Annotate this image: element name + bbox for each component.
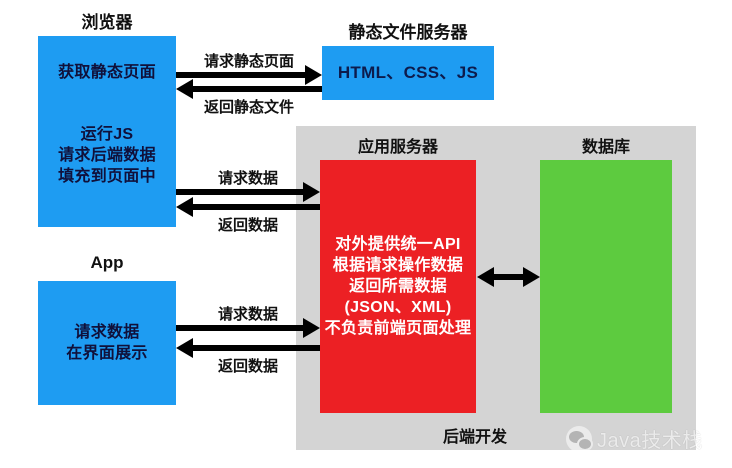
label-app-server: 应用服务器 <box>357 139 438 156</box>
label-database: 数据库 <box>581 139 630 156</box>
arrow-label-request-static-page: 请求静态页面 <box>203 53 294 70</box>
watermark-text: Java技术栈 <box>597 430 703 452</box>
browser-js-text: 运行JS 请求后端数据 填充到页面中 <box>58 126 156 186</box>
arrow-label-return-data-app: 返回数据 <box>217 358 278 375</box>
watermark: Java技术栈 <box>566 424 703 453</box>
arrow-label-return-static-file: 返回静态文件 <box>203 99 294 116</box>
wechat-icon <box>566 425 593 452</box>
static-files-text: HTML、CSS、JS <box>337 62 479 82</box>
app-box: 请求数据 在界面展示 <box>38 281 176 405</box>
app-text: 请求数据 在界面展示 <box>66 323 148 362</box>
browser-box <box>38 36 176 227</box>
arrow-label-request-data-browser: 请求数据 <box>217 170 278 187</box>
label-browser: 浏览器 <box>81 13 133 32</box>
arrow-label-request-data-app: 请求数据 <box>217 306 278 323</box>
arrow-label-return-data-browser: 返回数据 <box>217 217 278 234</box>
static-files-box: HTML、CSS、JS <box>322 46 494 100</box>
label-app: App <box>90 253 124 272</box>
label-static-file-server: 静态文件服务器 <box>348 23 468 42</box>
app-server-text: 对外提供统一API 根据请求操作数据 返回所需数据 (JSON、XML) 不负责… <box>324 235 472 338</box>
label-backend-development: 后端开发 <box>442 429 507 446</box>
browser-static-text: 获取静态页面 <box>58 64 156 81</box>
app-server-box: 对外提供统一API 根据请求操作数据 返回所需数据 (JSON、XML) 不负责… <box>320 160 476 413</box>
database-box <box>540 160 672 413</box>
